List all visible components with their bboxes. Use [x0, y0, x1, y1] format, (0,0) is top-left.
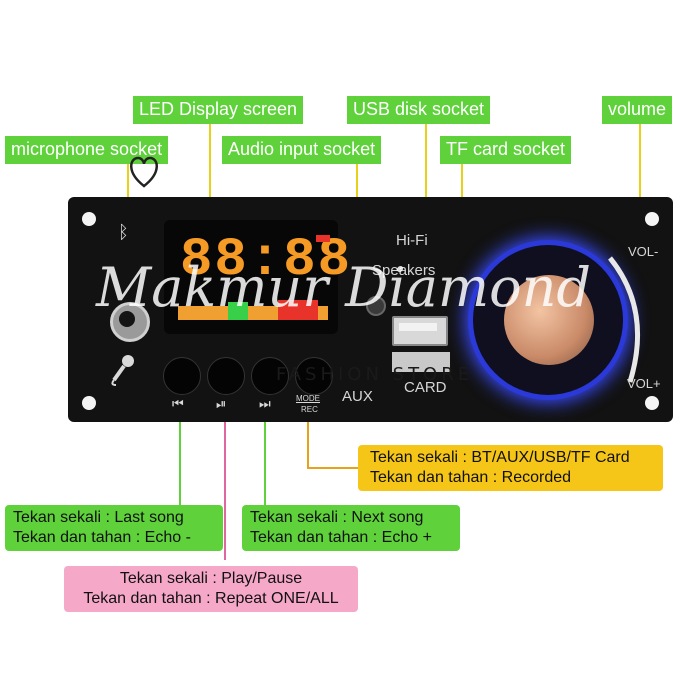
- note-prev-line2: Tekan dan tahan : Echo -: [13, 529, 191, 546]
- note-next-line2: Tekan dan tahan : Echo +: [250, 529, 432, 546]
- mount-hole: [645, 396, 659, 410]
- note-play-line1: Tekan sekali : Play/Pause: [119, 570, 303, 587]
- watermark-script: Makmur Diamond: [96, 256, 591, 319]
- prev-button[interactable]: [163, 357, 201, 395]
- volume-knob[interactable]: [504, 275, 594, 365]
- mount-hole: [82, 396, 96, 410]
- note-next: Tekan sekali : Next song Tekan dan tahan…: [242, 505, 460, 551]
- callout-usb-disk: USB disk socket: [347, 96, 491, 124]
- note-prev: Tekan sekali : Last song Tekan dan tahan…: [5, 505, 223, 551]
- usb-socket[interactable]: [392, 316, 448, 346]
- microphone-icon: [111, 355, 134, 386]
- callout-audio-input: Audio input socket: [222, 136, 382, 164]
- callout-led-display: LED Display screen: [133, 96, 304, 124]
- callout-tf-card: TF card socket: [440, 136, 572, 164]
- hifi-label: Hi-Fi: [396, 232, 428, 249]
- note-next-line1: Tekan sekali : Next song: [250, 509, 424, 526]
- note-mode: Tekan sekali : BT/AUX/USB/TF Card Tekan …: [358, 445, 663, 491]
- mode-button[interactable]: [295, 357, 333, 395]
- mount-hole: [82, 212, 96, 226]
- aux-label: AUX: [342, 388, 373, 405]
- display-spectrum: [178, 300, 328, 320]
- bluetooth-icon: ᛒ: [118, 222, 129, 242]
- display-indicator: [316, 235, 330, 242]
- prev-track-icon: ⏮: [172, 396, 184, 411]
- note-play-line2: Tekan dan tahan : Repeat ONE/ALL: [83, 590, 339, 607]
- microphone-socket-hole: [119, 311, 135, 327]
- note-play: Tekan sekali : Play/Pause Tekan dan taha…: [64, 566, 358, 612]
- play-pause-icon: ⏯: [216, 396, 227, 411]
- note-mode-line2: Tekan dan tahan : Recorded: [370, 469, 572, 486]
- next-track-icon: ⏭: [259, 396, 271, 411]
- vol-plus-label: VOL+: [627, 376, 661, 391]
- usb-socket-inner: [399, 323, 437, 331]
- aux-jack[interactable]: [366, 296, 386, 316]
- speakers-label: Speakers: [372, 262, 436, 279]
- tf-card-slot[interactable]: [392, 352, 450, 372]
- microphone-socket[interactable]: [110, 302, 150, 342]
- heart-icon: [130, 156, 158, 188]
- next-button[interactable]: [251, 357, 289, 395]
- note-mode-line1: Tekan sekali : BT/AUX/USB/TF Card: [370, 449, 630, 466]
- callout-volume: volume: [602, 96, 673, 124]
- mode-label: MODE: [296, 394, 320, 403]
- card-label: CARD: [404, 379, 447, 396]
- watermark-sub: FASHION STORE: [276, 364, 474, 385]
- rec-label: REC: [301, 405, 318, 414]
- vol-minus-label: VOL-: [628, 244, 659, 259]
- mount-hole: [645, 212, 659, 226]
- volume-arc: [608, 256, 641, 383]
- play-pause-button[interactable]: [207, 357, 245, 395]
- note-prev-line1: Tekan sekali : Last song: [13, 509, 184, 526]
